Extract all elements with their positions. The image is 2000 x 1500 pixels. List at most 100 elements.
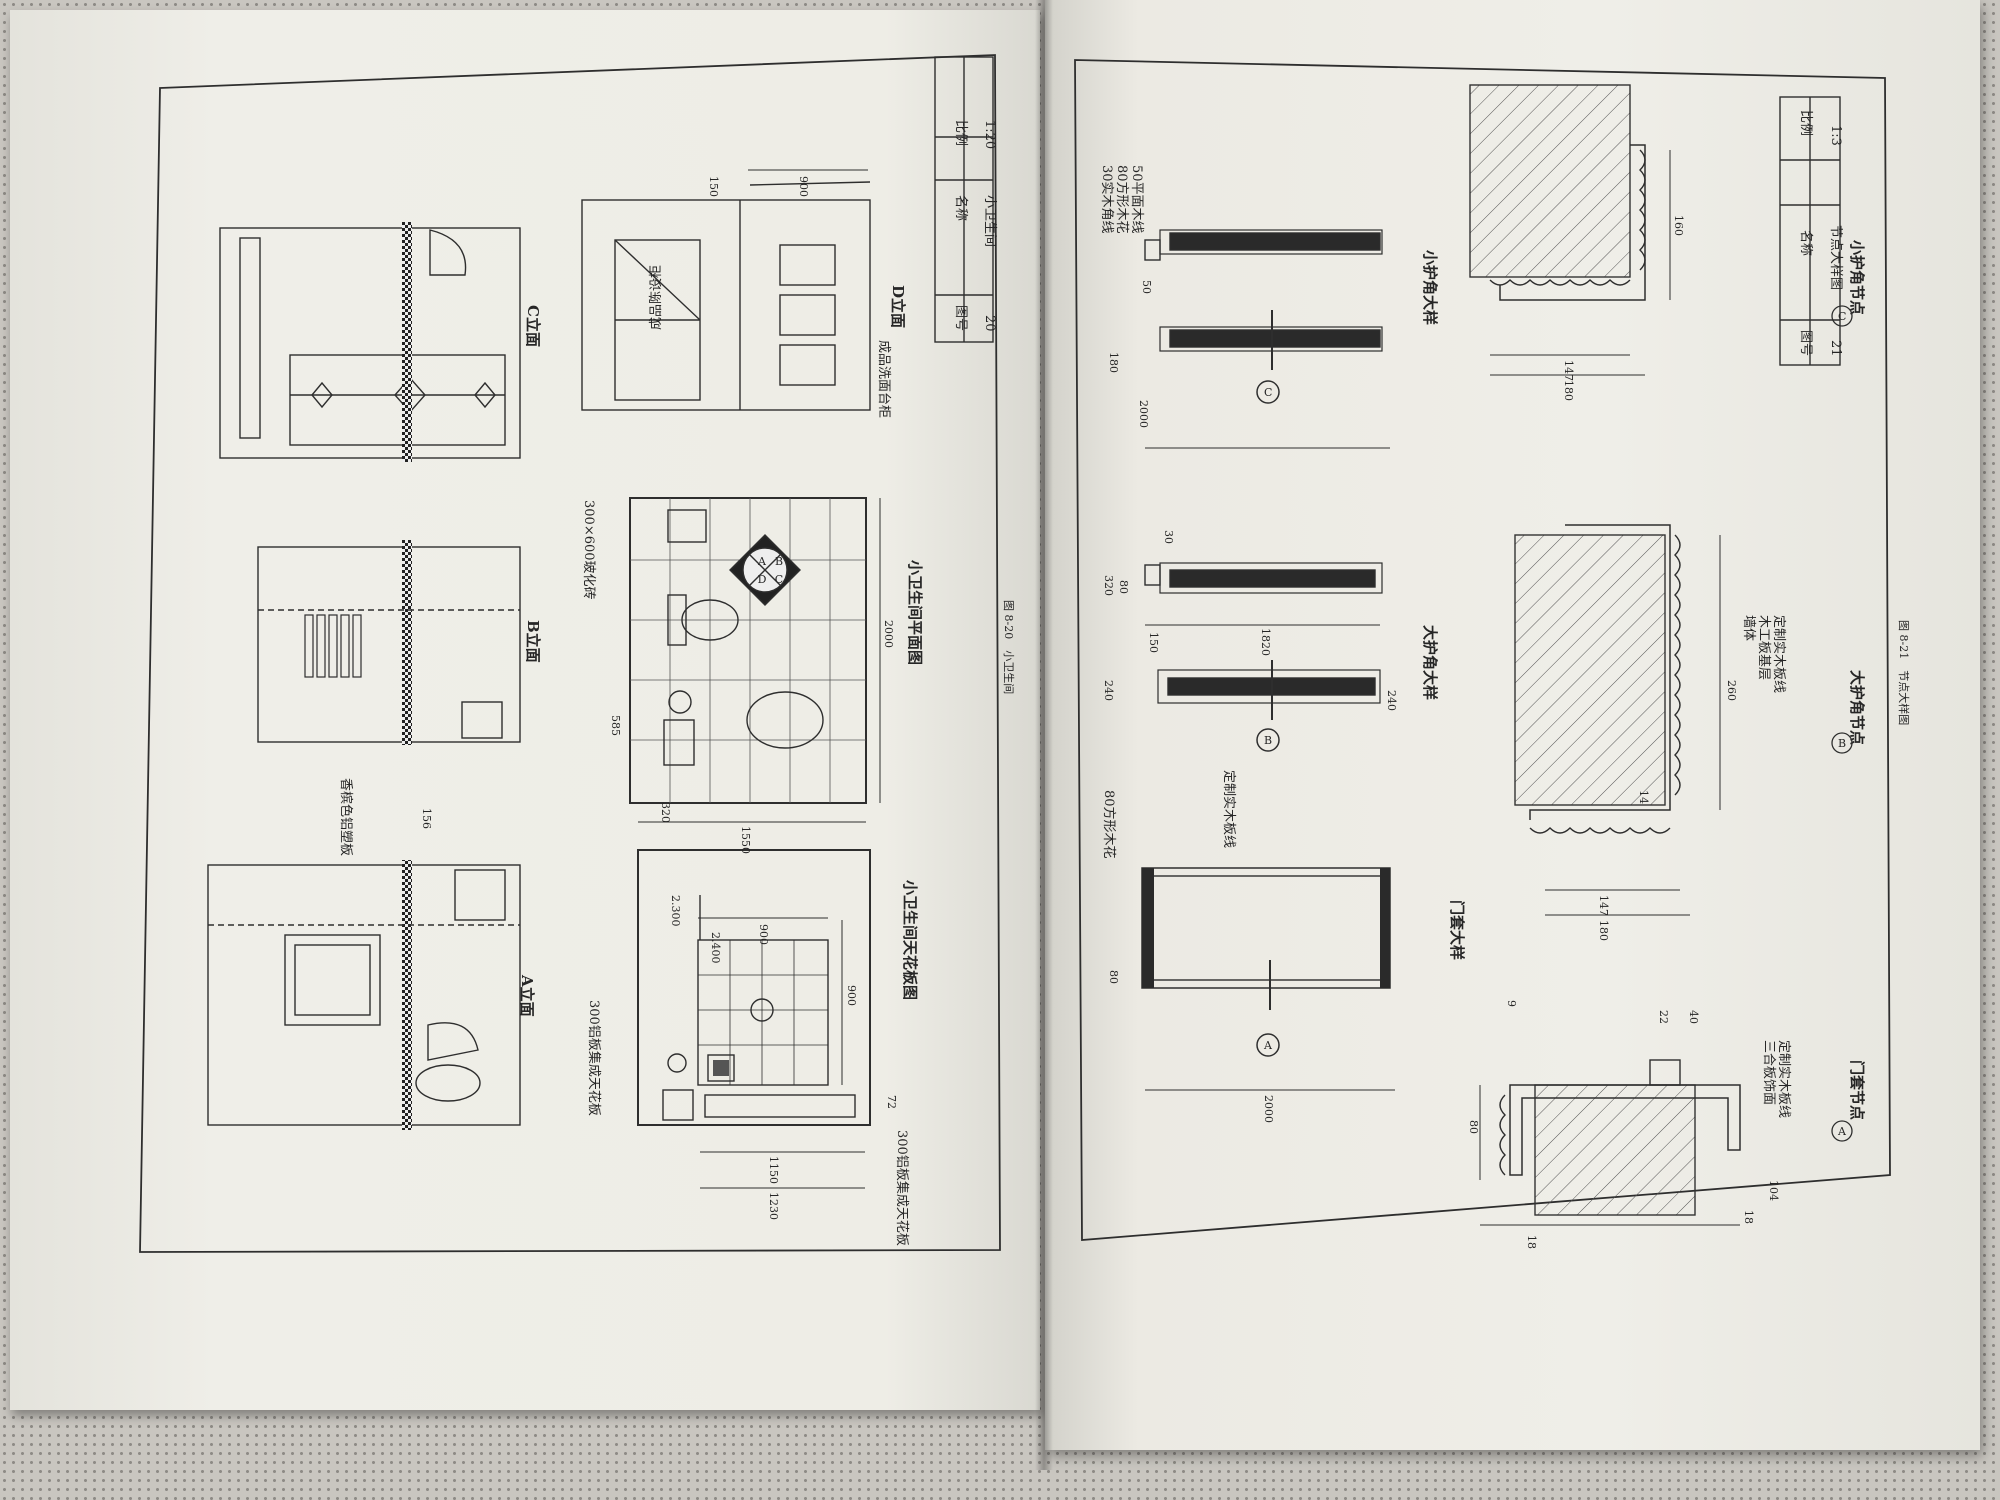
dim-big-240-left: 240 bbox=[1102, 680, 1115, 701]
big-corner-marker: B bbox=[1264, 734, 1272, 747]
right-sheet-text: 比例 1:3 名称 节点大样图 图号 21 30实木角线 80方形木花 50平面… bbox=[1099, 110, 1911, 1249]
plan-marker-a: A bbox=[757, 555, 767, 568]
title-block-drawing-no: 20 bbox=[982, 315, 997, 332]
node-a-marker: A bbox=[1837, 1125, 1847, 1138]
ceiling-plan bbox=[637, 849, 871, 1126]
node-b-label-wall: 墙体 bbox=[1741, 615, 1756, 641]
dim-ceiling-900-top: 900 bbox=[757, 924, 770, 945]
wall-panel-label: 香槟色铝塑板 bbox=[338, 778, 354, 856]
left-page-caption: 图 8-20 小卫生间 bbox=[1002, 600, 1016, 694]
dim-ceiling-1230: 1230 bbox=[767, 1192, 780, 1220]
right-sheet-border bbox=[1074, 59, 1891, 1241]
door-detail-title: 门套大样 bbox=[1448, 900, 1466, 960]
book-gutter bbox=[1035, 0, 1053, 1470]
elevation-c bbox=[219, 222, 521, 462]
title-block-drawing-no-label: 图号 bbox=[953, 305, 968, 331]
title-block-name: 小卫生间 bbox=[982, 195, 997, 247]
small-corner-label-wood-line: 30实木角线 bbox=[1099, 165, 1114, 234]
title-block-scale-label: 比例 bbox=[953, 120, 968, 146]
r-title-block-scale-label: 比例 bbox=[1798, 110, 1813, 136]
label-vanity-cabinet: 成品洗面台柜 bbox=[876, 340, 891, 418]
small-corner-label-flower: 80方形木花 bbox=[1114, 165, 1130, 234]
dim-ceiling-900-side: 900 bbox=[845, 985, 858, 1006]
small-corner-marker: C bbox=[1264, 386, 1272, 399]
plan-tile-label: 300×600玻化砖 bbox=[581, 500, 596, 600]
small-corner-label-board: 50平面木线 bbox=[1129, 165, 1144, 234]
dim-node-a-18-left: 18 bbox=[1525, 1235, 1538, 1249]
elevation-c-title: C立面 bbox=[524, 305, 542, 347]
small-corner-title: 小护角大样 bbox=[1421, 250, 1439, 325]
elevation-d-title: D立面 bbox=[889, 285, 907, 328]
dim-small-180: 180 bbox=[1107, 352, 1120, 373]
dim-plan-585: 585 bbox=[609, 715, 622, 736]
dim-big-150: 150 bbox=[1147, 632, 1160, 653]
title-block-scale: 1:20 bbox=[982, 120, 997, 149]
node-a-section bbox=[1479, 1059, 1741, 1226]
dim-small-50: 50 bbox=[1140, 280, 1153, 294]
dim-node-a-22: 22 bbox=[1657, 1010, 1670, 1024]
left-sheet-text: 比例 1:20 名称 小卫生间 图号 20 C立面 B立面 A立面 D立面 成品… bbox=[338, 120, 1016, 1246]
big-corner-detail bbox=[1144, 562, 1383, 752]
dim-node-c-180: 180 bbox=[1562, 380, 1575, 401]
node-c-title: 小护角节点 bbox=[1848, 240, 1866, 315]
node-b-label-finish: 定制实木板线 bbox=[1771, 615, 1786, 693]
dim-door-80: 80 bbox=[1107, 970, 1120, 984]
big-corner-title: 大护角大样 bbox=[1421, 625, 1439, 700]
dim-node-a-9: 9 bbox=[1505, 1000, 1518, 1007]
bathroom-plan bbox=[629, 497, 867, 804]
door-detail bbox=[1141, 867, 1395, 1091]
left-sheet bbox=[139, 54, 1001, 1253]
dim-d-900: 900 bbox=[797, 176, 810, 197]
dim-d-150: 150 bbox=[707, 176, 720, 197]
node-b-label-base: 木工板基层 bbox=[1756, 615, 1771, 680]
plan-marker-c: C bbox=[775, 573, 783, 586]
door-label-flower: 80方形木花 bbox=[1101, 790, 1117, 859]
ceiling-label-2: 300铝板集成天花板 bbox=[894, 1130, 910, 1246]
elevation-a-title: A立面 bbox=[518, 974, 536, 1017]
dim-plan-1550: 1550 bbox=[739, 826, 752, 854]
left-title-block bbox=[934, 56, 994, 343]
small-corner-detail bbox=[1144, 229, 1390, 449]
node-b-marker: B bbox=[1838, 737, 1846, 750]
node-a-label-board: 定制实木板线 bbox=[1776, 1040, 1791, 1118]
dim-node-b-180: 180 bbox=[1597, 920, 1610, 941]
node-b-section bbox=[1514, 524, 1721, 916]
elevation-b-title: B立面 bbox=[524, 620, 542, 663]
dim-big-320: 320 bbox=[1102, 575, 1115, 596]
level-2400: 2.400 bbox=[709, 932, 722, 964]
dim-small-2000: 2000 bbox=[1137, 400, 1150, 428]
dim-ceiling-1150: 1150 bbox=[767, 1156, 780, 1184]
left-dimension-lines bbox=[638, 169, 881, 1189]
plan-title: 小卫生间平面图 bbox=[906, 560, 924, 665]
dim-node-b-260: 260 bbox=[1725, 680, 1738, 701]
dim-plan-320: 320 bbox=[659, 802, 672, 823]
r-title-block-scale: 1:3 bbox=[1828, 125, 1843, 146]
left-sheet-border bbox=[139, 54, 1001, 1253]
node-b-title: 大护角节点 bbox=[1848, 670, 1866, 745]
dim-node-a-18-right: 18 bbox=[1742, 1210, 1755, 1224]
dim-ceiling-72: 72 bbox=[885, 1095, 898, 1109]
dim-node-c-160: 160 bbox=[1672, 215, 1685, 236]
dim-node-a-40: 40 bbox=[1687, 1010, 1700, 1024]
ceiling-label-1: 300铝板集成天花板 bbox=[586, 1000, 602, 1116]
title-block-name-label: 名称 bbox=[953, 195, 969, 221]
r-title-block-name-label: 名称 bbox=[1798, 230, 1814, 256]
node-c-marker: C bbox=[1838, 310, 1846, 323]
door-label-board: 定制实木板线 bbox=[1221, 770, 1236, 848]
r-title-block-name: 节点大样图 bbox=[1828, 225, 1843, 290]
plan-marker-b: B bbox=[775, 555, 783, 568]
dim-plan-2000: 2000 bbox=[882, 620, 895, 648]
node-c-section bbox=[1469, 84, 1671, 376]
door-marker: A bbox=[1263, 1039, 1273, 1052]
dim-156: 156 bbox=[420, 808, 433, 829]
dim-big-1820: 1820 bbox=[1259, 628, 1272, 656]
right-title-block bbox=[1779, 96, 1841, 366]
dim-big-240-right: 240 bbox=[1385, 690, 1398, 711]
right-sheet bbox=[1074, 59, 1891, 1241]
right-page-caption: 图 8-21 节点大样图 bbox=[1897, 620, 1911, 725]
label-display-cabinet: 成品陈设柜 bbox=[648, 265, 664, 330]
node-a-title: 门套节点 bbox=[1848, 1060, 1866, 1120]
dim-node-b-14: 14 bbox=[1637, 790, 1650, 804]
r-title-block-drawing-no: 21 bbox=[1828, 340, 1843, 357]
